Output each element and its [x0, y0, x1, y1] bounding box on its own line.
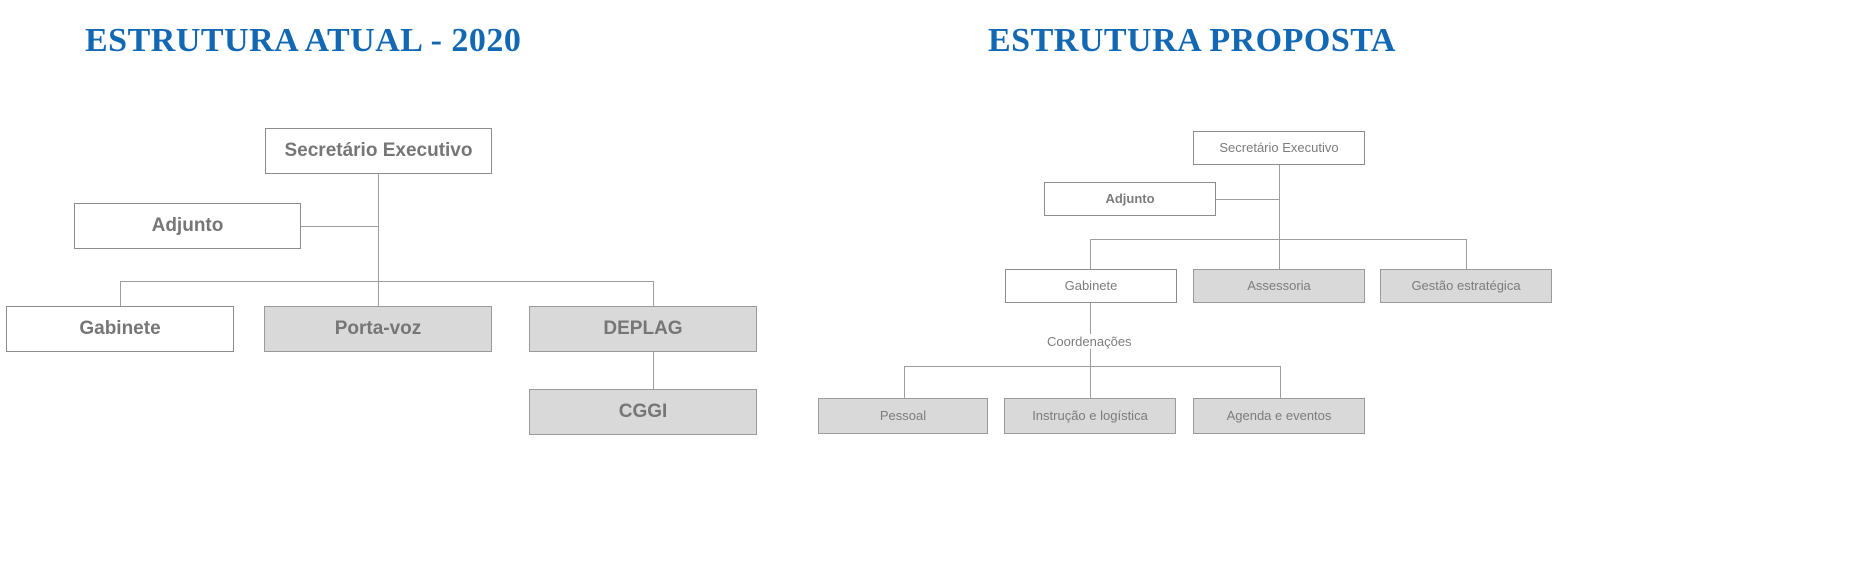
connector-coordenacoes-bus [904, 366, 1281, 367]
connector-drop-gestao [1466, 239, 1467, 269]
connector-secexec-stem-2 [1279, 164, 1280, 269]
connector-drop-gabinete [120, 281, 121, 307]
connector-secexec-adjunto-2 [1216, 199, 1280, 200]
connector-drop-pessoal [904, 366, 905, 398]
connector-drop-assessoria [1279, 239, 1280, 269]
node-gabinete-2[interactable]: Gabinete [1005, 269, 1177, 303]
chart-title-proposta: ESTRUTURA PROPOSTA [988, 22, 1396, 59]
node-porta-voz[interactable]: Porta-voz [264, 306, 492, 352]
node-instrucao-logistica[interactable]: Instrução e logística [1004, 398, 1176, 434]
connector-secexec-adjunto [300, 226, 379, 227]
connector-children-bus [120, 281, 653, 282]
connector-drop-deplag [653, 281, 654, 307]
node-assessoria[interactable]: Assessoria [1193, 269, 1365, 303]
node-adjunto-2[interactable]: Adjunto [1044, 182, 1216, 216]
node-pessoal[interactable]: Pessoal [818, 398, 988, 434]
node-cggi[interactable]: CGGI [529, 389, 757, 435]
chart-title-atual: ESTRUTURA ATUAL - 2020 [85, 22, 522, 59]
node-secretario-executivo[interactable]: Secretário Executivo [265, 128, 492, 174]
node-adjunto[interactable]: Adjunto [74, 203, 301, 249]
connector-secexec-stem [378, 174, 379, 304]
node-gestao-estrategica[interactable]: Gestão estratégica [1380, 269, 1552, 303]
label-coordenacoes: Coordenações [1043, 334, 1136, 349]
node-deplag[interactable]: DEPLAG [529, 306, 757, 352]
connector-drop-agenda [1280, 366, 1281, 398]
node-gabinete[interactable]: Gabinete [6, 306, 234, 352]
connector-children-bus-2 [1090, 239, 1467, 240]
connector-drop-gabinete-2 [1090, 239, 1091, 269]
connector-drop-instrucao [1090, 366, 1091, 398]
connector-drop-portavoz [378, 281, 379, 307]
connector-deplag-cggi [653, 351, 654, 390]
node-agenda-eventos[interactable]: Agenda e eventos [1193, 398, 1365, 434]
node-secretario-executivo-2[interactable]: Secretário Executivo [1193, 131, 1365, 165]
